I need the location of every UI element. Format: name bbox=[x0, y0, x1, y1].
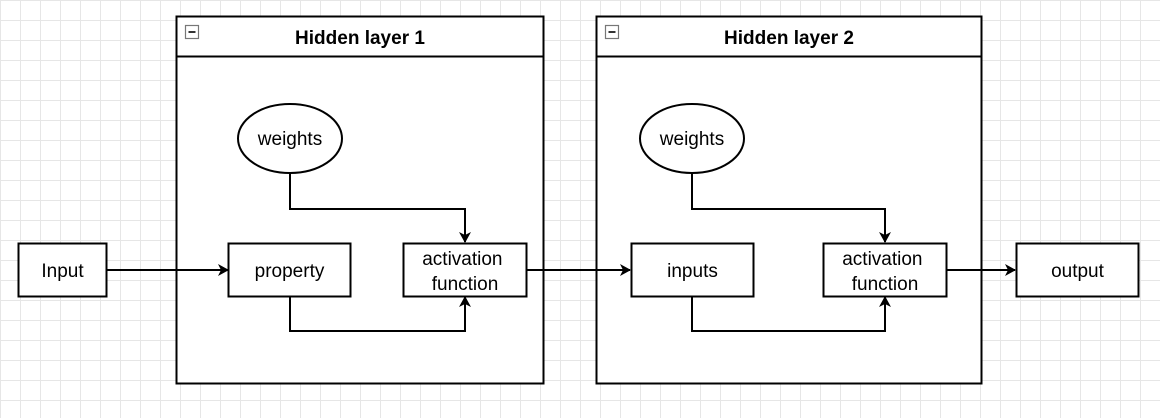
edge-weights1-to-activation1 bbox=[289, 173, 471, 243]
edge-inputs-to-activation2 bbox=[691, 296, 891, 332]
inputs-label: inputs bbox=[667, 261, 718, 282]
edge-property-to-activation1 bbox=[289, 296, 471, 332]
activation-label-line-1: activation bbox=[842, 249, 922, 270]
connectors bbox=[106, 173, 1016, 332]
output-node[interactable]: output bbox=[1015, 242, 1140, 298]
weights-node-layer-2[interactable]: weights bbox=[639, 103, 745, 174]
property-label: property bbox=[255, 261, 325, 282]
hidden-layer-1-group[interactable]: Hidden layer 1 bbox=[175, 15, 545, 385]
activation-function-node-layer-2[interactable]: activation function bbox=[822, 242, 948, 298]
output-label: output bbox=[1051, 261, 1105, 282]
inputs-node[interactable]: inputs bbox=[630, 242, 755, 298]
property-node[interactable]: property bbox=[227, 242, 352, 298]
weights-node-layer-1[interactable]: weights bbox=[237, 103, 343, 174]
edge-weights2-to-activation2 bbox=[691, 173, 891, 243]
activation-function-node-layer-1[interactable]: activation function bbox=[402, 242, 528, 298]
activation-label-layer-1: activation function bbox=[422, 249, 508, 295]
weights-label-layer-2: weights bbox=[659, 129, 724, 150]
hidden-layer-2-title: Hidden layer 2 bbox=[724, 28, 854, 49]
collapse-icon[interactable] bbox=[184, 24, 200, 40]
activation-label-layer-2: activation function bbox=[842, 249, 928, 295]
input-node[interactable]: Input bbox=[17, 242, 108, 298]
input-label: Input bbox=[41, 261, 84, 282]
weights-label-layer-1: weights bbox=[257, 129, 322, 150]
collapse-icon[interactable] bbox=[604, 24, 620, 40]
hidden-layer-1-title: Hidden layer 1 bbox=[295, 28, 425, 49]
hidden-layer-2-group[interactable]: Hidden layer 2 bbox=[595, 15, 983, 385]
activation-label-line-2: function bbox=[852, 274, 919, 295]
activation-label-line-1: activation bbox=[422, 249, 502, 270]
activation-label-line-2: function bbox=[432, 274, 499, 295]
